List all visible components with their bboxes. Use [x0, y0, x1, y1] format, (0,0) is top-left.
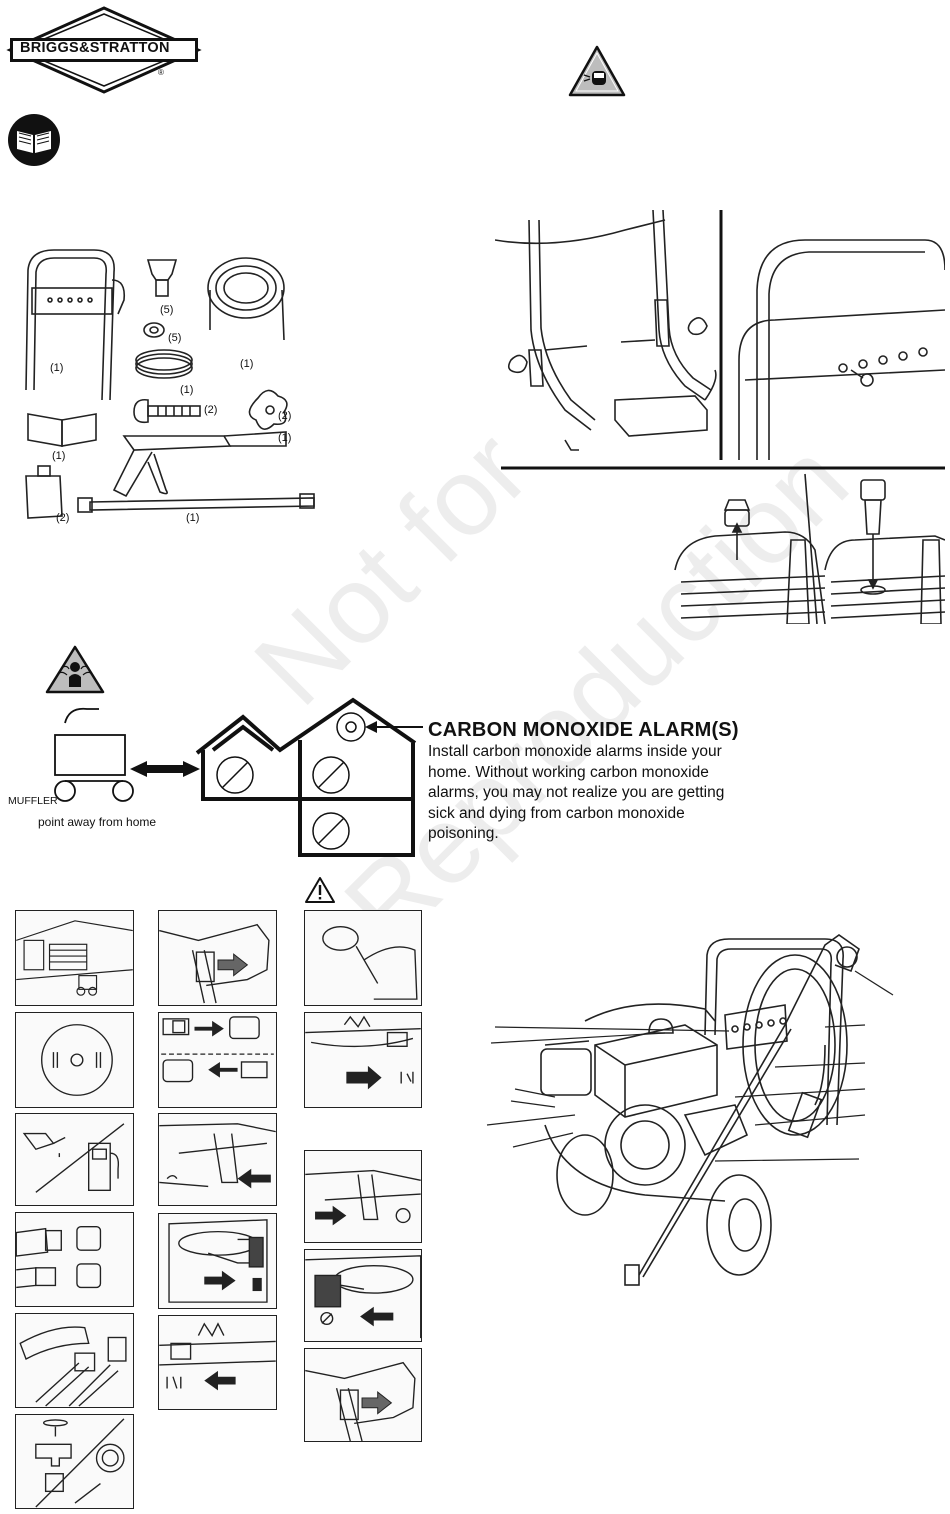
carbon-monoxide-home-diagram	[35, 695, 435, 860]
part-count-frame: (1)	[50, 362, 64, 374]
step-frame-choke	[158, 1113, 277, 1206]
step-frame-fuel-valve	[158, 1213, 277, 1309]
caution-triangle-icon	[304, 876, 336, 904]
registered-mark: ®	[158, 68, 164, 77]
part-count-nozzle: (5)	[160, 304, 174, 316]
step-frame-water-faucet	[15, 1414, 134, 1509]
inhalation-warning-icon	[45, 645, 105, 695]
step-frame-engine-switch	[304, 1012, 422, 1108]
step-frame-co-alarm	[15, 1012, 134, 1108]
point-away-caption: point away from home	[38, 815, 157, 829]
frame-assembly-illustration	[495, 210, 945, 624]
step-frame-quick-connect	[158, 1012, 277, 1108]
brand-logo	[6, 4, 202, 96]
muffler-label: MUFFLER	[8, 795, 58, 807]
part-count-oring: (5)	[168, 332, 182, 344]
brand-logo-text: BRIGGS&STRATTON	[20, 40, 170, 56]
step-frame-trigger-lock	[158, 910, 277, 1006]
step-frame-hose-connectors	[15, 1212, 134, 1307]
part-count-bolt: (2)	[204, 404, 218, 416]
co-alarm-title: CARBON MONOXIDE ALARM(S)	[428, 719, 739, 741]
eye-protection-warning-icon	[568, 45, 626, 99]
part-count-wand: (1)	[186, 512, 200, 524]
step-frame-stop-switch	[304, 1150, 422, 1243]
part-count-hose: (1)	[240, 358, 254, 370]
step-frame-hose-attach	[15, 1313, 134, 1408]
parts-illustration	[14, 240, 326, 540]
step-frame-placement	[15, 910, 134, 1006]
step-frame-fuel-off	[304, 1249, 422, 1342]
part-count-oil: (2)	[56, 512, 70, 524]
step-frame-eye-protection	[304, 910, 422, 1006]
manual-book-icon	[7, 113, 61, 167]
part-count-manual: (1)	[52, 450, 66, 462]
step-frame-trigger-release	[304, 1348, 422, 1442]
step-frame-choke-run	[158, 1315, 277, 1410]
part-count-knob: (2)	[278, 410, 292, 422]
pressure-washer-features-illustration	[485, 925, 945, 1295]
part-count-tube: (1)	[180, 384, 194, 396]
step-frame-oil-fuel	[15, 1113, 134, 1206]
co-alarm-body: Install carbon monoxide alarms inside yo…	[428, 743, 725, 842]
part-count-gun: (1)	[278, 432, 292, 444]
